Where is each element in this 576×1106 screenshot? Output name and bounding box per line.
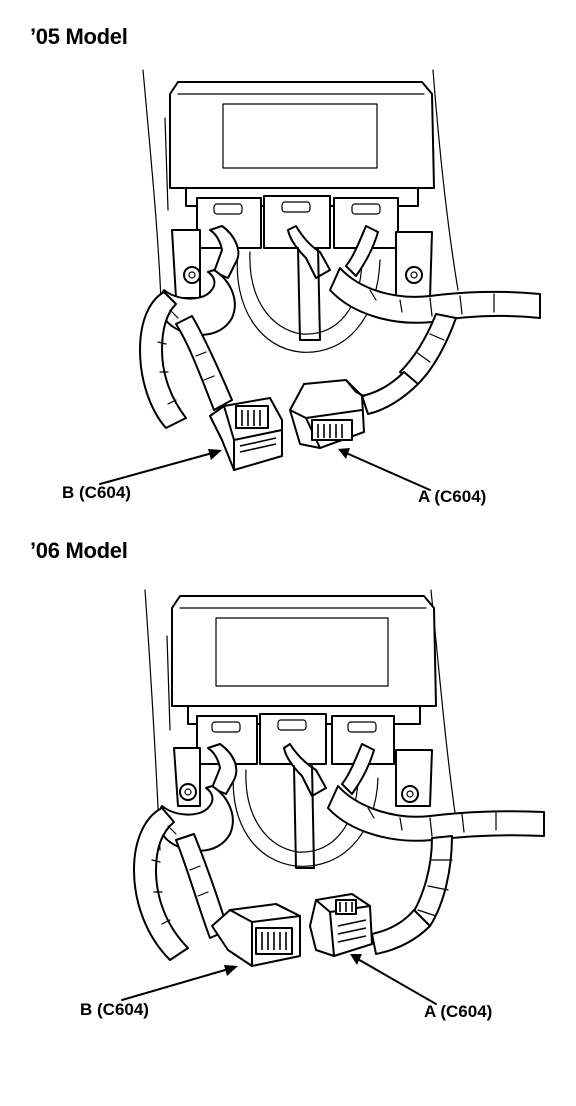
arrowhead-b [208, 449, 222, 460]
srs-unit-connector-illustration [99, 69, 541, 491]
connector-b [209, 397, 283, 471]
arrowhead-a [338, 448, 350, 459]
leader-arrows [121, 954, 437, 1005]
leader-line-a [355, 957, 437, 1005]
leader-line-b [99, 451, 217, 485]
callout-connector-b: B (C604) [62, 483, 131, 502]
arrowhead-a [350, 954, 362, 965]
connector-a [309, 893, 373, 957]
callout-connector-a: A (C604) [424, 1002, 493, 1021]
panel-06-model: ’06 Model [0, 530, 576, 1106]
wire-harness [139, 225, 541, 429]
leader-line-a [343, 451, 431, 491]
panel-heading: ’05 Model [30, 24, 128, 49]
unit-socket-right [331, 715, 395, 765]
connector-a [289, 379, 365, 449]
srs-unit-connector-illustration [121, 589, 545, 1005]
arrowhead-b [224, 965, 238, 976]
leader-arrows [99, 448, 431, 491]
connector-b [211, 903, 301, 967]
callout-connector-a: A (C604) [418, 487, 487, 506]
panel-heading: ’06 Model [30, 538, 128, 563]
control-unit [169, 81, 435, 299]
callout-connector-b: B (C604) [80, 1000, 149, 1019]
panel-05-model: ’05 Model [0, 0, 576, 530]
leader-line-b [121, 967, 233, 1001]
